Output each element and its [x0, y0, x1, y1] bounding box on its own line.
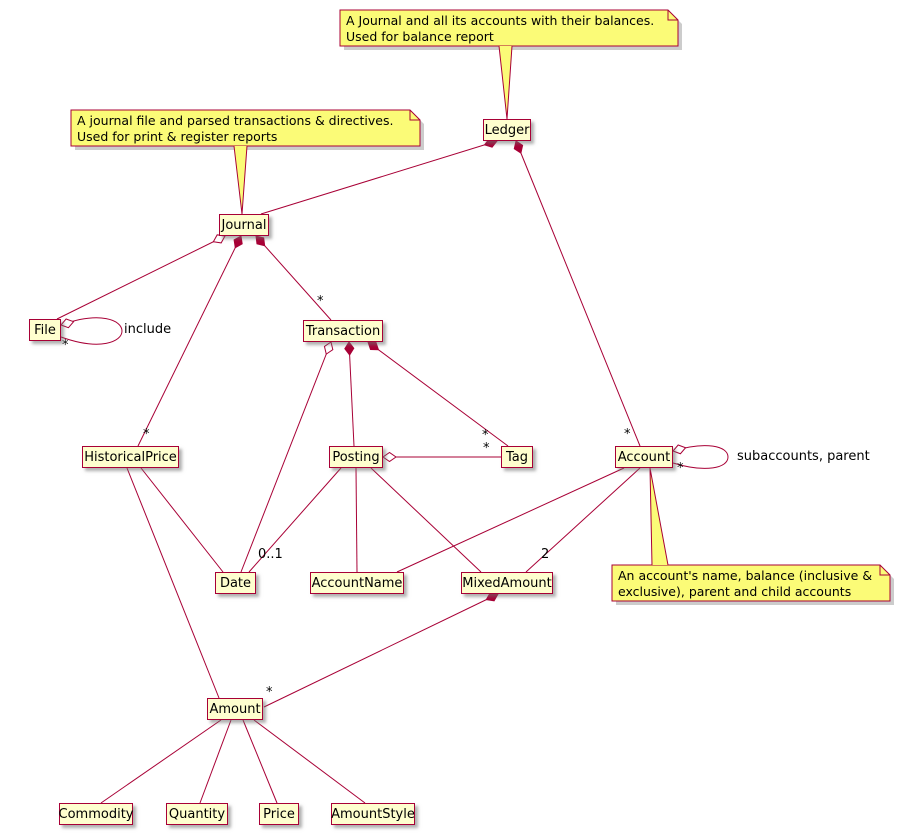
class-node-accountname: AccountName — [310, 572, 404, 594]
edge-ledger-journal — [260, 140, 498, 215]
edge-amount-quantity — [199, 719, 232, 804]
note-line: Used for balance report — [346, 29, 494, 44]
edge-historicalprice-amount — [126, 467, 220, 699]
ledger-account-composition-diamond-icon — [513, 140, 524, 154]
edge-label-account-subaccounts-loop: subaccounts, parent — [737, 449, 870, 464]
note-account-fold-icon — [879, 565, 890, 576]
file-include-loop-aggregation-diamond-icon — [60, 318, 75, 329]
class-node-journal: Journal — [219, 214, 269, 236]
note-ledger-pointer — [498, 45, 513, 120]
note-account-body — [611, 564, 891, 602]
edge-transaction-tag — [367, 341, 509, 447]
edge-posting-date — [248, 467, 342, 573]
edge-ledger-account — [515, 140, 641, 447]
edge-label-posting-date: 0..1 — [258, 547, 283, 562]
note-ledger-text: A Journal and all its accounts with thei… — [346, 13, 654, 45]
class-node-posting: Posting — [329, 446, 383, 468]
note-line: Used for print & register reports — [77, 129, 278, 144]
edge-label-account-mixedamount: 2 — [541, 547, 550, 562]
edge-mixedamount-amount — [263, 593, 499, 708]
class-node-file: File — [29, 319, 61, 341]
note-ledger-fold-icon — [667, 10, 678, 21]
note-line: A Journal and all its accounts with thei… — [346, 13, 655, 28]
edge-label-journal-transaction: * — [317, 294, 324, 309]
class-node-amount: Amount — [207, 698, 263, 720]
transaction-date-aggregation-diamond-icon — [323, 341, 334, 355]
edge-label-transaction-tag: * — [482, 428, 489, 443]
account-subaccounts-loop-aggregation-diamond-icon — [672, 444, 687, 455]
class-node-amountstyle: AmountStyle — [331, 803, 415, 825]
edge-account-subaccounts-loop — [672, 445, 729, 469]
class-node-account: Account — [615, 446, 673, 468]
class-node-quantity: Quantity — [166, 803, 228, 825]
note-line: A journal file and parsed transactions &… — [77, 113, 394, 128]
edge-amount-commodity — [100, 719, 222, 804]
edge-posting-accountname — [355, 467, 358, 573]
class-node-date: Date — [215, 572, 256, 594]
journal-file-aggregation-diamond-icon — [212, 234, 226, 244]
edge-label-posting-tag: * — [483, 441, 490, 456]
edge-transaction-date — [240, 341, 332, 573]
edge-label-account-subaccounts-loop: * — [677, 461, 684, 476]
edge-label-ledger-account: * — [624, 427, 631, 442]
edge-label-journal-historicalprice: * — [143, 427, 150, 442]
note-account-pointer — [649, 467, 669, 566]
note-journal-text: A journal file and parsed transactions &… — [77, 113, 393, 145]
note-ledger-body — [339, 9, 679, 47]
posting-tag-aggregation-diamond-icon — [382, 451, 397, 463]
edge-journal-historicalprice — [137, 235, 242, 447]
edge-label-file-include-loop: * — [62, 338, 69, 353]
edge-transaction-posting — [348, 341, 355, 447]
note-journal-fold-icon — [409, 110, 420, 121]
edge-journal-transaction — [255, 235, 332, 321]
note-account-text: An account's name, balance (inclusive &e… — [618, 568, 872, 600]
transaction-tag-composition-diamond-icon — [367, 341, 380, 351]
edge-posting-mixedamount — [370, 467, 482, 573]
edge-amount-amountstyle — [253, 719, 366, 804]
edge-account-mixedamount — [525, 467, 641, 573]
class-node-ledger: Ledger — [483, 119, 531, 141]
edge-historicalprice-date — [140, 467, 224, 573]
edge-account-accountname — [396, 467, 625, 573]
note-journal-body — [70, 109, 421, 147]
edge-file-include-loop — [60, 317, 123, 345]
edge-label-mixedamount-amount: * — [266, 685, 273, 700]
transaction-posting-composition-diamond-icon — [344, 341, 355, 356]
class-node-mixedamount: MixedAmount — [461, 572, 553, 594]
edge-amount-price — [242, 719, 278, 804]
edge-journal-file — [56, 235, 226, 320]
class-node-commodity: Commodity — [59, 803, 133, 825]
journal-historicalprice-composition-diamond-icon — [233, 235, 243, 249]
class-node-tag: Tag — [501, 446, 533, 468]
journal-transaction-composition-diamond-icon — [255, 235, 266, 247]
class-node-historicalprice: HistoricalPrice — [82, 446, 179, 468]
note-journal-pointer — [233, 145, 248, 215]
class-node-transaction: Transaction — [303, 320, 383, 342]
class-node-price: Price — [259, 803, 299, 825]
note-line: An account's name, balance (inclusive & — [618, 568, 873, 583]
edge-label-file-include-loop: include — [124, 322, 172, 337]
note-line: exclusive), parent and child accounts — [618, 584, 852, 599]
